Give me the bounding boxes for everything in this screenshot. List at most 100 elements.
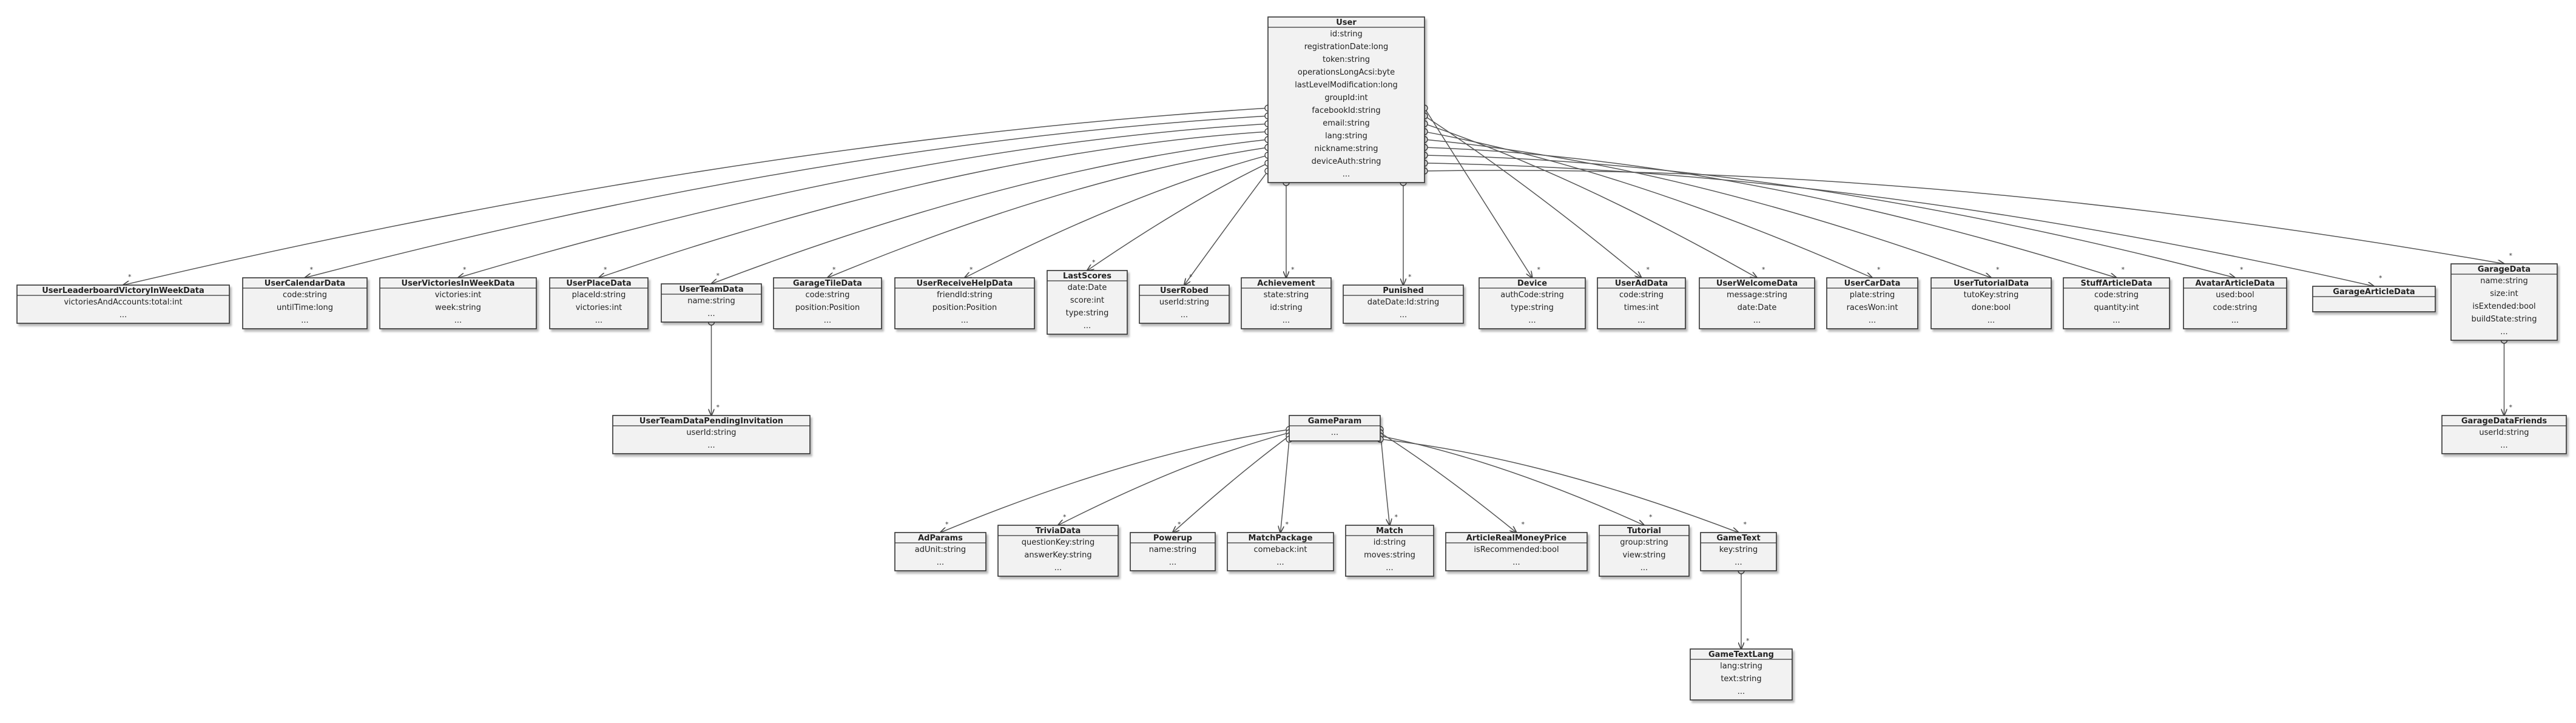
class-attribute: code:string (1619, 291, 1664, 300)
class-box-frame (661, 283, 762, 323)
class-attribute: lastLevelModification:long (1295, 81, 1397, 90)
class-box-AdParams[interactable]: AdParamsadUnit:string... (894, 532, 986, 571)
class-box-ArticleRealMoneyPrice[interactable]: ArticleRealMoneyPriceisRecommended:bool.… (1445, 532, 1588, 571)
class-attribute: ... (1343, 170, 1350, 179)
class-box-Device[interactable]: DeviceauthCode:stringtype:string... (1479, 277, 1586, 329)
class-name: LastScores (1063, 272, 1111, 281)
class-attribute: ... (1512, 558, 1520, 567)
association-User-UserTeamData (712, 139, 1269, 284)
class-box-UserTeamData[interactable]: UserTeamDataname:string... (661, 283, 762, 323)
class-box-UserRobed[interactable]: UserRobeduserId:string... (1139, 284, 1230, 324)
class-name: UserRobed (1160, 286, 1209, 295)
class-box-UserCarData[interactable]: UserCarDataplate:stringracesWon:int... (1826, 277, 1918, 329)
class-attribute: group:string (1620, 538, 1668, 547)
class-box-frame (612, 415, 811, 454)
class-box-Tutorial[interactable]: Tutorialgroup:stringview:string... (1599, 525, 1690, 577)
class-box-UserAdData[interactable]: UserAdDatacode:stringtimes:int... (1597, 277, 1686, 329)
class-attribute: ... (1181, 311, 1188, 320)
class-attribute: ... (301, 316, 308, 325)
class-box-Match[interactable]: Matchid:stringmoves:string... (1345, 525, 1434, 577)
class-attribute: ... (1869, 316, 1876, 325)
class-attribute: userId:string (686, 428, 736, 437)
multiplicity-label: * (1744, 520, 1747, 528)
association-GameParam-Match (1380, 429, 1390, 525)
class-box-UserWelcomeData[interactable]: UserWelcomeDatamessage:stringdate:Date..… (1699, 277, 1815, 329)
multiplicity-label: * (1877, 266, 1881, 274)
association-User-Device (1424, 107, 1532, 278)
class-box-AvatarArticleData[interactable]: AvatarArticleDataused:boolcode:string... (2183, 277, 2287, 329)
class-box-LastScores[interactable]: LastScoresdate:Datescore:inttype:string.… (1047, 270, 1128, 335)
class-name: TriviaData (1036, 526, 1081, 536)
class-name: Tutorial (1627, 526, 1661, 536)
class-box-UserReceiveHelpData[interactable]: UserReceiveHelpDatafriendId:stringpositi… (894, 277, 1035, 329)
class-box-Punished[interactable]: PunisheddateDate:Id:string... (1343, 284, 1464, 324)
class-box-GameText[interactable]: GameTextkey:string... (1700, 532, 1777, 571)
class-attribute: code:string (2213, 303, 2257, 312)
multiplicity-label: * (1291, 266, 1295, 274)
class-attribute: ... (1169, 558, 1176, 567)
class-box-User[interactable]: Userid:stringregistrationDate:longtoken:… (1267, 16, 1425, 183)
association-GameParam-MatchPackage (1281, 439, 1290, 533)
association-User-UserRobed (1184, 170, 1269, 285)
class-attribute: ... (1988, 316, 1995, 325)
class-box-UserPlaceData[interactable]: UserPlaceDataplaceId:stringvictories:int… (549, 277, 649, 329)
association-GameParam-Powerup (1173, 435, 1290, 533)
multiplicity-label: * (463, 266, 467, 274)
association-GameParam-AdParams (940, 429, 1290, 533)
class-box-UserTeamDataPendingInvitation[interactable]: UserTeamDataPendingInvitationuserId:stri… (612, 415, 811, 454)
association-User-UserPlaceData (599, 131, 1269, 278)
class-attribute: isExtended:bool (2472, 302, 2535, 311)
class-attribute: tutoKey:string (1964, 291, 2019, 300)
class-box-frame (1690, 648, 1793, 701)
class-box-GarageArticleData[interactable]: GarageArticleData (2312, 286, 2436, 312)
class-attribute: code:string (2094, 291, 2139, 300)
association-User-UserWelcomeData (1424, 123, 1757, 278)
class-attribute: times:int (1624, 303, 1659, 312)
multiplicity-label: * (2509, 252, 2513, 260)
class-box-UserLeaderboardVictoryInWeekData[interactable]: UserLeaderboardVictoryInWeekDatavictorie… (16, 284, 230, 324)
class-box-GarageDataFriends[interactable]: GarageDataFriendsuserId:string... (2441, 415, 2567, 454)
class-box-GarageTileData[interactable]: GarageTileDatacode:stringposition:Positi… (773, 277, 882, 329)
class-box-GameTextLang[interactable]: GameTextLanglang:stringtext:string... (1690, 648, 1793, 701)
class-attribute: name:string (1149, 545, 1197, 554)
class-attribute: ... (1753, 316, 1761, 325)
association-User-UserVictoriesInWeekData (458, 123, 1269, 278)
class-box-GarageData[interactable]: GarageDataname:stringsize:intisExtended:… (2450, 263, 2558, 341)
class-name: AvatarArticleData (2196, 279, 2275, 288)
class-attribute: buildState:string (2471, 315, 2537, 324)
class-name: UserAdData (1615, 279, 1668, 288)
class-box-frame (894, 277, 1035, 329)
class-box-StuffArticleData[interactable]: StuffArticleDatacode:stringquantity:int.… (2063, 277, 2170, 329)
class-attribute: moves:string (1364, 551, 1415, 560)
class-box-UserVictoriesInWeekData[interactable]: UserVictoriesInWeekDatavictories:intweek… (379, 277, 537, 329)
class-box-MatchPackage[interactable]: MatchPackagecomeback:int... (1227, 532, 1334, 571)
class-box-Powerup[interactable]: Powerupname:string... (1130, 532, 1216, 571)
class-attribute: victories:int (576, 303, 622, 312)
class-attribute: used:bool (2216, 291, 2254, 300)
multiplicity-label: * (1746, 637, 1750, 645)
association-User-GarageArticleData (1424, 163, 2374, 286)
class-attribute: code:string (805, 291, 849, 300)
class-attribute: answerKey:string (1024, 551, 1091, 560)
multiplicity-label: * (1762, 266, 1765, 274)
class-name: Device (1517, 279, 1547, 288)
class-attribute: week:string (435, 303, 481, 312)
class-name: GarageArticleData (2333, 288, 2415, 297)
class-attribute: plate:string (1850, 291, 1895, 300)
class-attribute: id:string (1330, 30, 1363, 39)
class-attribute: ... (707, 441, 715, 450)
class-name: UserVictoriesInWeekData (402, 279, 515, 288)
class-box-TriviaData[interactable]: TriviaDataquestionKey:stringanswerKey:st… (997, 525, 1119, 577)
multiplicity-label: * (128, 273, 132, 281)
class-box-Achievement[interactable]: Achievementstate:stringid:string... (1241, 277, 1332, 329)
class-box-frame (1267, 16, 1425, 183)
class-box-UserCalendarData[interactable]: UserCalendarDatacode:stringuntilTime:lon… (242, 277, 368, 329)
class-box-frame (1289, 415, 1381, 442)
class-box-frame (2312, 286, 2436, 312)
class-name: UserLeaderboardVictoryInWeekData (42, 286, 204, 295)
class-attribute: type:string (1066, 309, 1109, 318)
class-name: StuffArticleData (2080, 279, 2152, 288)
class-box-GameParam[interactable]: GameParam... (1289, 415, 1381, 442)
class-attribute: authCode:string (1500, 291, 1564, 300)
class-box-UserTutorialData[interactable]: UserTutorialDatatutoKey:stringdone:bool.… (1930, 277, 2052, 329)
